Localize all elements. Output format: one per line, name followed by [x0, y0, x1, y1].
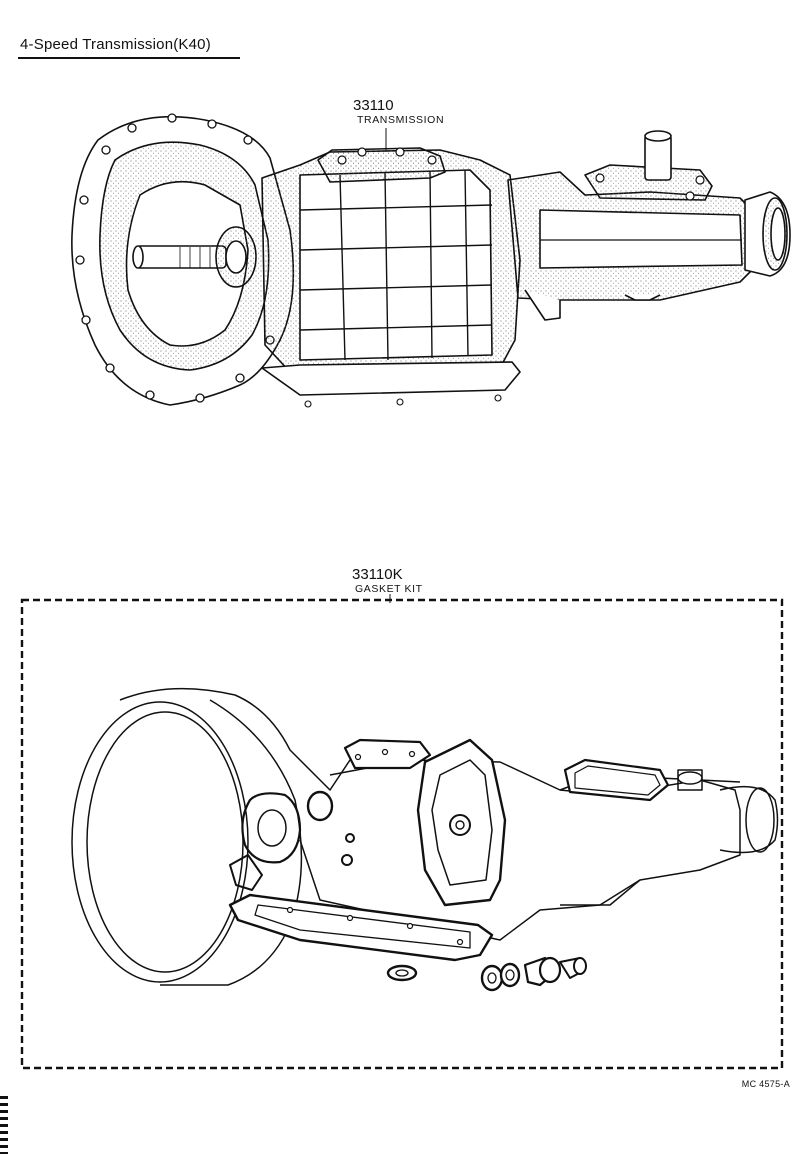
- scan-edge-marks: [0, 1096, 8, 1154]
- gasket-kit-border: [20, 598, 784, 1070]
- part-number-gasket-kit[interactable]: 33110K: [352, 566, 403, 583]
- part-name-gasket-kit: GASKET KIT: [355, 583, 423, 595]
- transmission-assembly-illustration[interactable]: [71, 113, 791, 408]
- title-underline: [18, 57, 240, 59]
- part-name-transmission: TRANSMISSION: [357, 114, 445, 126]
- drawing-code: MC 4575-A: [741, 1079, 790, 1089]
- gasket-kit-illustration[interactable]: [71, 687, 779, 992]
- diagram-title: 4-Speed Transmission(K40): [20, 36, 211, 53]
- part-number-transmission[interactable]: 33110: [353, 97, 394, 114]
